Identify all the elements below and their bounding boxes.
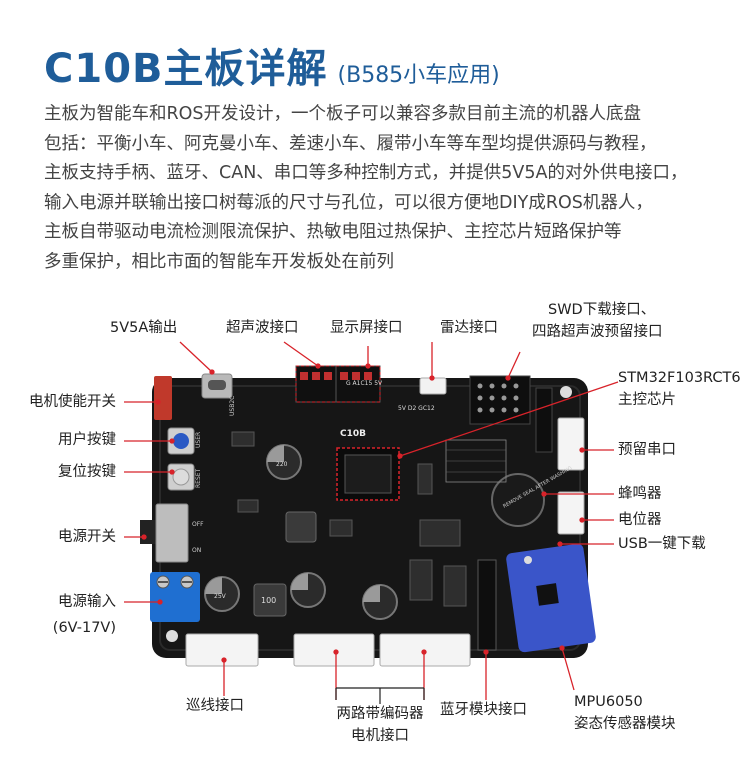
label-power-switch: 电源开关 [58, 529, 116, 545]
reset-silkscreen: RESET [195, 468, 202, 488]
display-pins-silkscreen: G A1C15 5V [346, 380, 383, 387]
label-encoder-motors: 两路带编码器 [336, 706, 424, 722]
usb-silkscreen: USB2C [229, 396, 236, 416]
description-line: 输入电源并联输出接口树莓派的尺寸与孔位，可以很方便地DIY成ROS机器人， [44, 192, 653, 213]
description-line: 包括：平衡小车、阿克曼小车、差速小车、履带小车等车型均提供源码与教程， [44, 133, 657, 154]
label-potentiometer: 电位器 [618, 512, 662, 528]
power-switch-knob [140, 520, 156, 544]
capacitor: 25V [204, 576, 240, 612]
capacitor [290, 572, 326, 608]
board-name: C10B [340, 429, 366, 439]
label-radar-port: 雷达接口 [440, 320, 498, 336]
ultrasonic-display-header [295, 365, 381, 403]
label-motor-port: 电机接口 [351, 728, 409, 744]
label-power-input: 电源输入 [58, 594, 116, 610]
title-main: C10B主板详解 [44, 46, 328, 92]
on-silkscreen: ON [192, 547, 201, 554]
bluetooth-header [477, 559, 497, 651]
label-swd-port: SWD下载接口、 [548, 302, 656, 318]
page-title: C10B主板详解 (B585小车应用) [44, 36, 500, 94]
label-ultrasonic-port: 超声波接口 [226, 320, 299, 336]
description: 主板为智能车和ROS开发设计，一个板子可以兼容多款目前主流的机器人底盘 包括：平… [44, 100, 724, 277]
inductor [253, 583, 287, 617]
label-mcu-model: STM32F103RCT6 [618, 370, 741, 386]
description-line: 多重保护，相比市面的智能车开发板处在前列 [44, 251, 394, 272]
cap-value: 220 [276, 461, 288, 468]
description-line: 主板自带驱动电流检测限流保护、热敏电阻过热保护、主控芯片短路保护等 [44, 222, 622, 242]
label-mpu-module: 姿态传感器模块 [574, 716, 676, 732]
reserved-uart-connector [557, 417, 585, 471]
label-ultrasonic-reserved: 四路超声波预留接口 [532, 324, 663, 340]
power-switch [155, 503, 189, 563]
inductor [285, 511, 317, 543]
mounting-hole [560, 386, 572, 398]
label-bluetooth-port: 蓝牙模块接口 [440, 702, 527, 718]
label-5v5a-output: 5V5A输出 [110, 320, 178, 336]
label-display-port: 显示屏接口 [330, 320, 403, 336]
potentiometer-connector [557, 491, 585, 535]
line-patrol-connector [185, 633, 259, 667]
off-silkscreen: OFF [192, 521, 204, 528]
label-reserved-uart: 预留串口 [618, 442, 676, 458]
user-silkscreen: USER [195, 432, 202, 448]
cap-voltage: 25V [214, 593, 227, 600]
label-usb-download: USB一键下载 [618, 536, 706, 552]
inductor-value: 100 [261, 596, 276, 605]
description-line: 主板支持手柄、蓝牙、CAN、串口等多种控制方式，并提供5V5A的对外供电接口， [44, 163, 688, 183]
capacitor: 220 [266, 444, 302, 480]
label-mcu-chip: 主控芯片 [618, 392, 676, 408]
title-sub: (B585小车应用) [337, 63, 500, 88]
encoder-connector-a [293, 633, 375, 667]
capacitor [362, 584, 398, 620]
label-buzzer: 蜂鸣器 [618, 486, 662, 502]
label-reset-key: 复位按键 [58, 464, 116, 480]
radar-pins-silkscreen: 5V D2 GC12 [398, 405, 435, 412]
label-motor-enable-switch: 电机使能开关 [29, 394, 116, 410]
label-mpu-model: MPU6050 [574, 694, 643, 710]
label-line-patrol: 巡线接口 [186, 698, 244, 714]
motor-enable-switch [154, 376, 172, 420]
buzzer [491, 473, 545, 527]
label-power-input-range: (6V-17V) [52, 620, 116, 636]
user-button [173, 433, 189, 449]
label-user-key: 用户按键 [58, 432, 116, 448]
description-line: 主板为智能车和ROS开发设计，一个板子可以兼容多款目前主流的机器人底盘 [44, 104, 642, 124]
mounting-hole [166, 630, 178, 642]
reset-button [172, 468, 190, 486]
